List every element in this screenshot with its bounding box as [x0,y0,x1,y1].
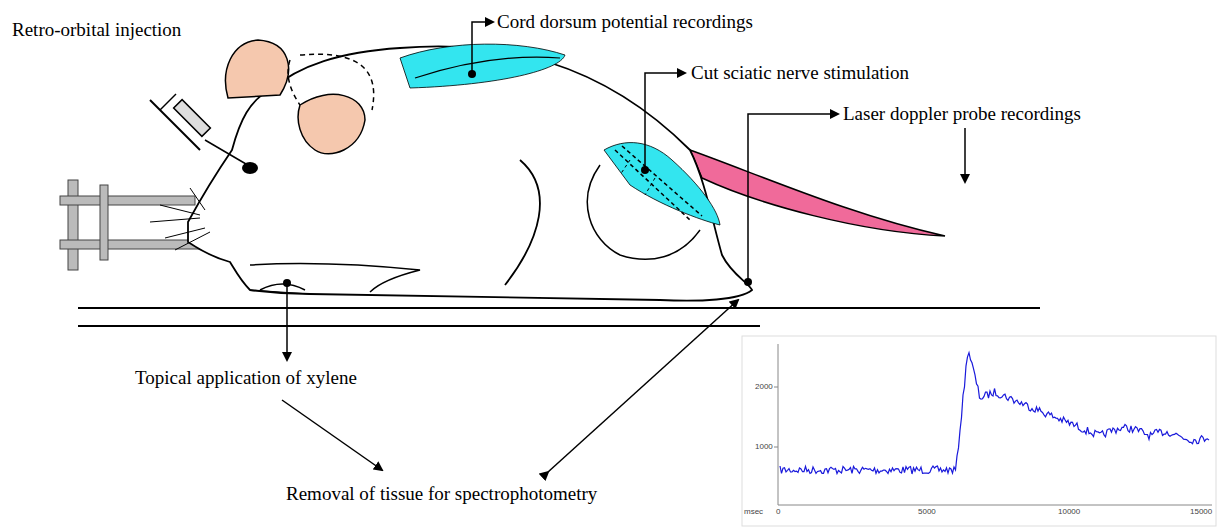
axis-tick-label: 0 [776,508,780,517]
axis-tick-label: 10000 [1058,508,1080,517]
annotation-label: Removal of tissue for spectrophotometry [286,484,597,505]
axis-tick-label: 15000 [1190,508,1212,517]
annotation-label: Cord dorsum potential recordings [497,12,753,33]
axis-tick-label: 5000 [918,508,936,517]
annotation-label: Cut sciatic nerve stimulation [691,63,909,84]
annotation-label: Topical application of xylene [135,368,357,389]
signal-trace [780,353,1209,474]
axis-tick-label: 2000 [755,383,773,392]
axis-tick-label: msec [744,508,763,517]
annotation-label: Retro-orbital injection [12,20,181,41]
axis-tick-label: 1000 [755,443,773,452]
annotation-label: Laser doppler probe recordings [843,104,1081,125]
